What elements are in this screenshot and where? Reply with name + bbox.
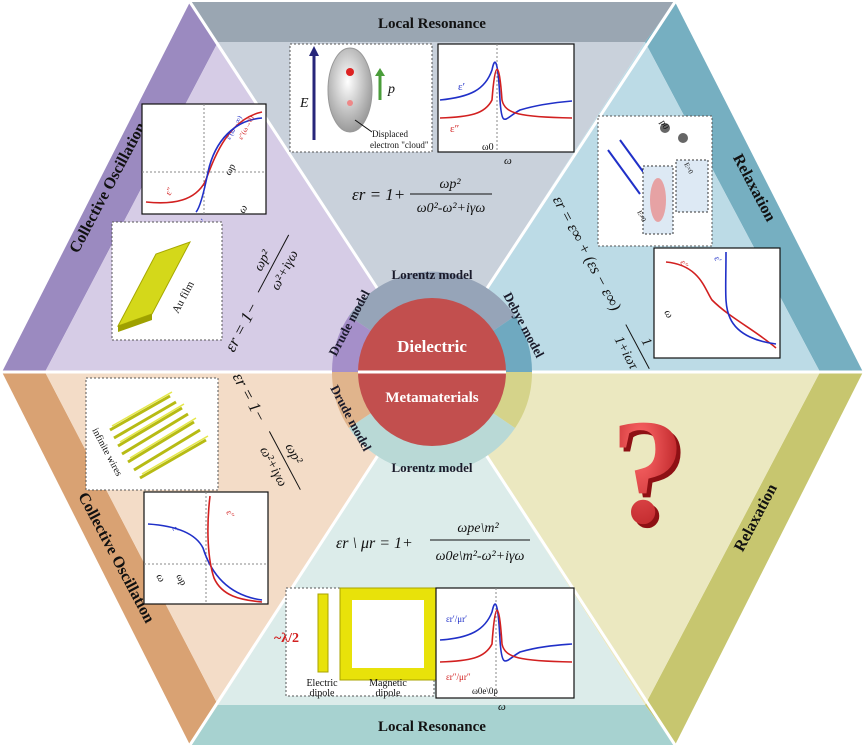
upper-left-film: Au film bbox=[111, 221, 223, 341]
upper-right-schematic: p0 E≠0 E=0 bbox=[597, 115, 713, 247]
lower-left-plot: ε′ ε″ ω ωp bbox=[143, 491, 269, 605]
bottom-band-label: Local Resonance bbox=[378, 719, 486, 735]
bottom-schematic: ~λ/2 Electric dipole Magnetic dipole bbox=[274, 587, 437, 699]
top-schematic: E p Displaced electron "cloud" bbox=[289, 43, 433, 153]
bottom-eq-den: ω0e\m²-ω²+iγω bbox=[436, 549, 525, 564]
upper-left-curve-imag: ε″ bbox=[163, 185, 175, 197]
top-caption-1: Displaced bbox=[372, 129, 408, 139]
top-field-label: E bbox=[299, 96, 309, 111]
top-eq-den: ω0²-ω²+iγω bbox=[417, 201, 486, 216]
question-mark-icon: ? ? bbox=[611, 389, 690, 559]
bottom-equation: εr \ μr = 1+ ωpe\m² ω0e\m²-ω²+iγω bbox=[336, 521, 530, 564]
top-equation: εr = 1+ ωp² ω0²-ω²+iγω bbox=[352, 177, 492, 216]
upper-right-sector-band bbox=[645, 2, 863, 372]
question-mark: ? bbox=[615, 393, 690, 559]
top-sector-band bbox=[190, 2, 675, 42]
bottom-x-label: ω bbox=[498, 701, 506, 713]
ring-bottom-label: Lorentz model bbox=[392, 460, 473, 475]
upper-left-x-tick: ωp bbox=[223, 162, 238, 177]
bottom-x-tick: ω0e\0p bbox=[472, 686, 498, 696]
top-dipole-label: p bbox=[387, 82, 395, 97]
top-eq-num: ωp² bbox=[439, 177, 461, 192]
bottom-electric-1: Electric bbox=[306, 678, 338, 689]
upper-right-curve-real: ε′ bbox=[712, 254, 724, 264]
top-plot: ε′ ε″ ω0 ω bbox=[437, 43, 575, 167]
watermark: 大数跨境 bbox=[7, 724, 88, 739]
core-bottom-label: Metamaterials bbox=[385, 390, 478, 406]
top-curve-imag: ε″ bbox=[450, 123, 459, 135]
ring-top-label: Lorentz model bbox=[392, 267, 473, 282]
bottom-electric-2: dipole bbox=[310, 688, 336, 699]
bottom-sector-band bbox=[190, 705, 675, 745]
bottom-lambda-label: ~λ/2 bbox=[274, 631, 299, 646]
lower-left-curve-imag: ε″ bbox=[224, 508, 236, 520]
lower-left-curve-real: ε′ bbox=[170, 524, 182, 534]
bottom-plot: εr′/μr′ εr″/μr″ ω0e\0p ω bbox=[435, 587, 575, 713]
upper-right-plot: ε″ ε′ ω bbox=[653, 247, 781, 359]
core-top-label: Dielectric bbox=[397, 337, 467, 356]
upper-right-curve-imag: ε″ bbox=[678, 258, 690, 270]
lower-left-wires: infinite wires bbox=[85, 377, 219, 491]
bottom-curve-real: εr′/μr′ bbox=[446, 614, 467, 624]
bottom-eq-lhs: εr \ μr = 1+ bbox=[336, 535, 413, 552]
lower-right-sector-fill bbox=[432, 372, 820, 705]
lower-right-sector-band bbox=[645, 372, 863, 745]
top-eq-lhs: εr = 1+ bbox=[352, 185, 405, 204]
top-curve-real: ε′ bbox=[458, 81, 465, 93]
top-band-label: Local Resonance bbox=[378, 16, 486, 32]
top-caption-2: electron "cloud" bbox=[370, 140, 429, 150]
upper-left-sector-band bbox=[2, 2, 218, 372]
watermark-text: 大数跨境 bbox=[36, 724, 88, 739]
bottom-eq-num: ωpe\m² bbox=[457, 521, 499, 536]
top-x-label: ω bbox=[504, 155, 512, 167]
upper-left-plot: ωp ω ε′(ω→∞) ε″(ω→0) ε″ ε′ bbox=[141, 103, 267, 227]
lower-left-sector-band bbox=[2, 372, 218, 745]
top-x-tick: ω0 bbox=[482, 142, 494, 153]
bottom-magnetic-1: Magnetic bbox=[369, 678, 407, 689]
lower-left-x-tick: ωp bbox=[173, 572, 188, 587]
bottom-magnetic-2: dipole bbox=[376, 688, 402, 699]
bottom-curve-imag: εr″/μr″ bbox=[446, 672, 471, 682]
question-mark-face: ? bbox=[611, 389, 686, 555]
